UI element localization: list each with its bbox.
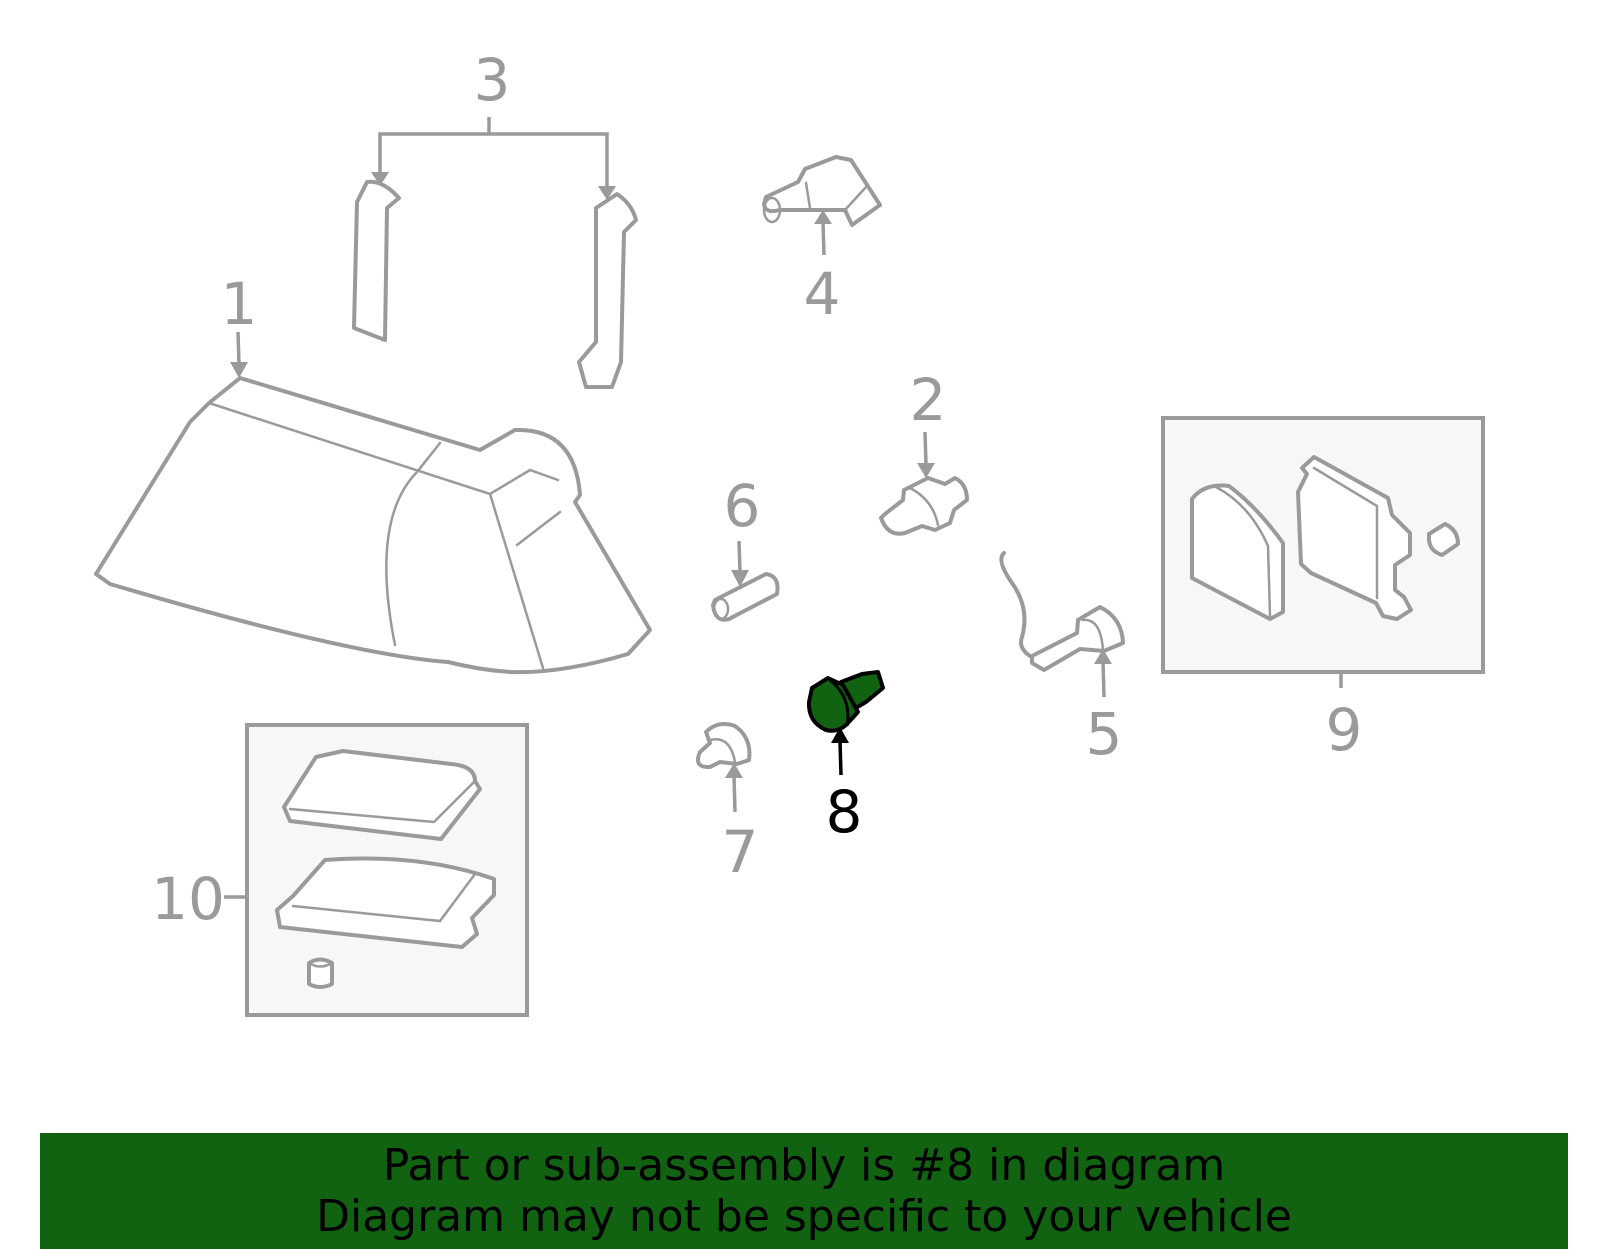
part-4-socket[interactable] xyxy=(762,155,882,227)
callout-7: 7 xyxy=(722,818,759,886)
callout-1: 1 xyxy=(221,270,258,338)
banner-line-part: Part or sub-assembly is #8 in diagram xyxy=(382,1140,1226,1191)
part-7-clip[interactable] xyxy=(696,722,752,770)
callout-6: 6 xyxy=(724,472,761,540)
callout-2: 2 xyxy=(910,366,947,434)
banner-line-disclaimer: Diagram may not be specific to your vehi… xyxy=(316,1191,1292,1242)
part-3-trim-strips[interactable] xyxy=(352,179,638,389)
kit-box-9[interactable] xyxy=(1161,416,1485,674)
callout-10: 10 xyxy=(151,865,225,933)
part-2-socket[interactable] xyxy=(879,476,969,536)
part-1-lamp-housing[interactable] xyxy=(94,376,652,675)
part-5-socket-wire[interactable] xyxy=(999,551,1125,672)
info-banner: Part or sub-assembly is #8 in diagram Di… xyxy=(40,1133,1568,1249)
part-6-bulb[interactable] xyxy=(711,572,780,622)
callout-4: 4 xyxy=(804,260,841,328)
part-8-highlighted[interactable] xyxy=(806,670,885,733)
callout-5: 5 xyxy=(1086,700,1123,768)
leader-lines xyxy=(224,117,1343,899)
kit-box-10[interactable] xyxy=(245,723,529,1017)
callout-3: 3 xyxy=(474,46,511,114)
callout-8-highlighted: 8 xyxy=(826,778,863,846)
callout-9: 9 xyxy=(1326,696,1363,764)
